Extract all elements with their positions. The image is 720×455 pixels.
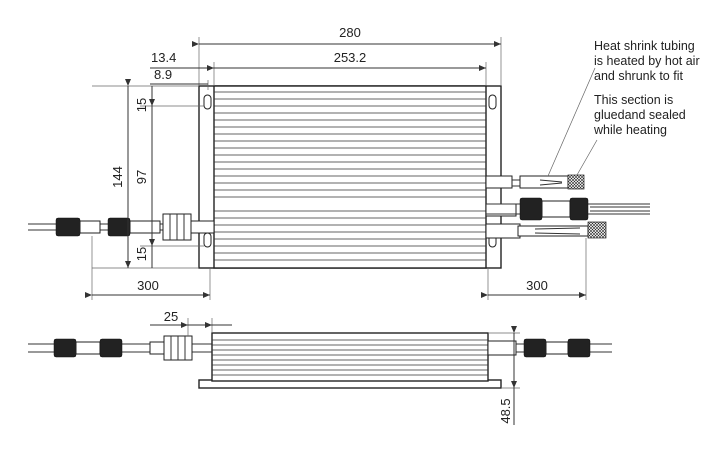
leader-heat-shrink (547, 67, 596, 177)
dim-side-height: 48.5 (498, 398, 513, 423)
note-heat-shrink-2: is heated by hot air (594, 54, 700, 68)
note-sealed-3: while heating (593, 123, 667, 137)
side-left-cable (28, 335, 212, 361)
side-fins (212, 339, 488, 376)
housing-body (213, 85, 487, 269)
dim-flange-offset: 13.4 (151, 50, 176, 65)
left-dimensions (92, 79, 204, 269)
note-heat-shrink-3: and shrunk to fit (594, 69, 683, 83)
note-sealed-1: This section is (594, 93, 673, 107)
dim-overall-length: 280 (339, 25, 361, 40)
dim-cable-left: 300 (137, 278, 159, 293)
right-cable (485, 174, 650, 239)
left-cable (28, 213, 215, 241)
note-sealed-2: gluedand sealed (594, 108, 686, 122)
sealed-section-top (567, 174, 585, 190)
side-view (28, 318, 612, 425)
heatsink-fins (214, 91, 486, 261)
side-right-cable (487, 338, 612, 358)
top-view (28, 37, 650, 300)
dim-height-inner: 97 (134, 170, 149, 184)
side-dimensions (150, 318, 520, 425)
leader-sealed (576, 139, 598, 176)
dim-cable-right: 300 (526, 278, 548, 293)
dim-body-length: 253.2 (334, 50, 367, 65)
cable-dimensions (85, 236, 587, 300)
dim-edge-bottom: 15 (134, 247, 149, 261)
sealed-section-bottom (587, 221, 607, 239)
dim-height-total: 144 (110, 166, 125, 188)
side-housing (211, 332, 489, 382)
dim-edge-top: 15 (134, 98, 149, 112)
dim-hole-offset: 8.9 (154, 67, 172, 82)
note-heat-shrink-1: Heat shrink tubing (594, 39, 695, 53)
top-dimensions (150, 37, 502, 90)
dim-side-offset: 25 (164, 309, 178, 324)
